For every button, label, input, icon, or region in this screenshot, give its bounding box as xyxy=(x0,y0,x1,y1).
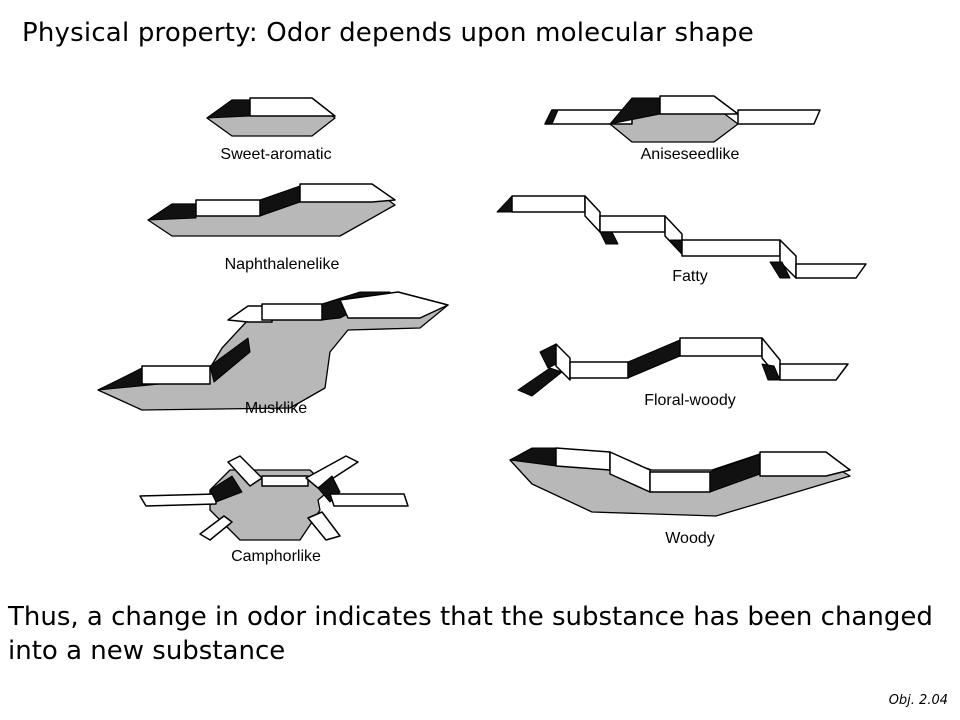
label-camphorlike: Camphorlike xyxy=(231,548,321,565)
label-sweet-aromatic: Sweet-aromatic xyxy=(220,146,332,163)
shape-musklike xyxy=(97,291,449,411)
shape-floral-woody xyxy=(517,337,849,397)
shape-camphorlike xyxy=(139,455,409,541)
label-woody: Woody xyxy=(665,530,715,547)
shape-fatty xyxy=(496,195,867,279)
molecular-shapes-figure xyxy=(97,95,867,541)
shape-woody xyxy=(509,447,851,517)
objective-reference: Obj. 2.04 xyxy=(888,693,948,708)
label-fatty: Fatty xyxy=(672,268,708,285)
label-aniseseedlike: Aniseseedlike xyxy=(640,146,740,163)
label-floral-woody: Floral-woody xyxy=(644,392,736,409)
shape-aniseseedlike xyxy=(544,95,821,143)
shape-naphthalenelike xyxy=(147,183,396,237)
shape-sweet-aromatic xyxy=(206,97,336,137)
label-musklike: Musklike xyxy=(244,400,308,417)
caption-text: Thus, a change in odor indicates that th… xyxy=(8,602,933,666)
page-title: Physical property: Odor depends upon mol… xyxy=(22,18,754,48)
label-naphthalenelike: Naphthalenelike xyxy=(224,256,340,273)
